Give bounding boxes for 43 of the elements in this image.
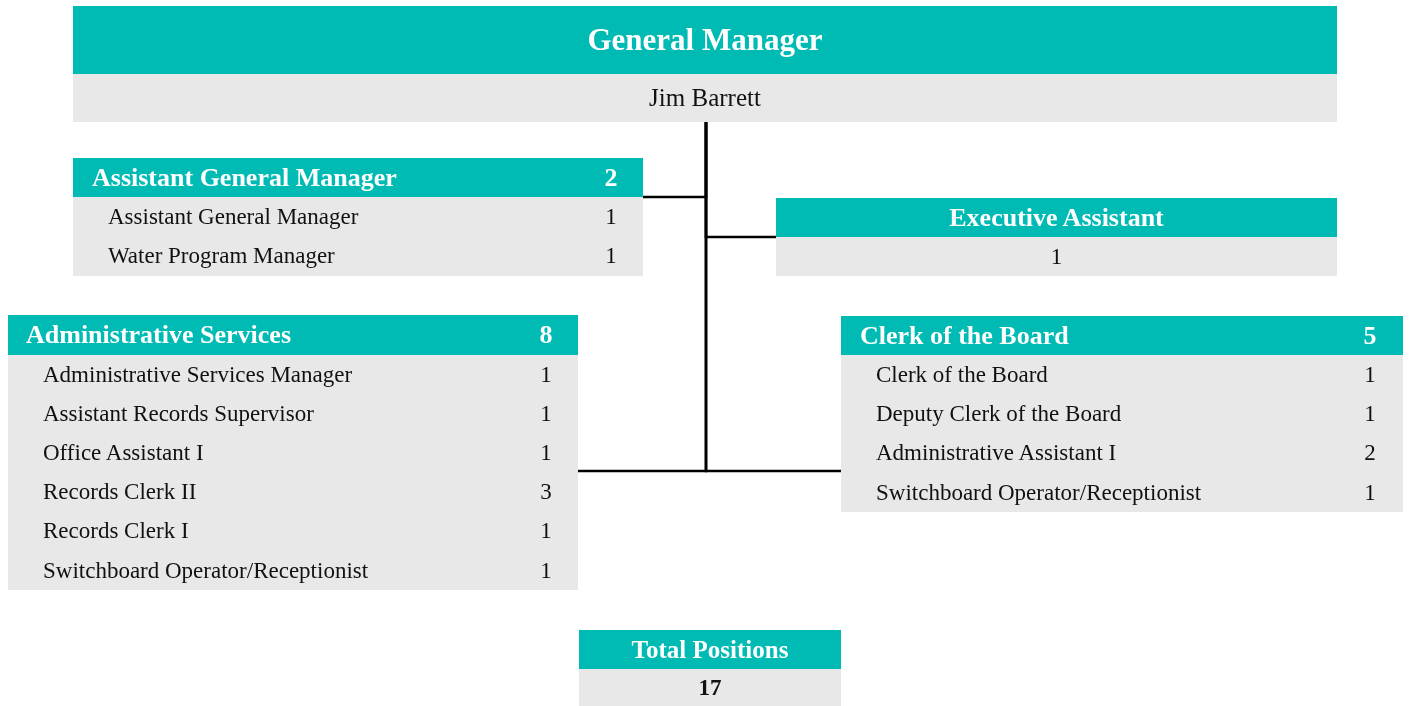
position-count: 1: [604, 203, 618, 230]
position-count: 1: [1363, 400, 1377, 427]
position-title: Deputy Clerk of the Board: [876, 400, 1123, 427]
unit-title: Assistant General Manager: [92, 162, 398, 193]
position-title: Water Program Manager: [108, 243, 336, 270]
position-title: Clerk of the Board: [876, 361, 1049, 388]
position-count: 1: [1363, 361, 1377, 388]
position-count: 2: [1363, 440, 1377, 467]
position-title: Administrative Services Manager: [43, 361, 354, 388]
position-title: Assistant General Manager: [108, 203, 360, 230]
position-count: 1: [539, 518, 553, 545]
connector-line: [704, 122, 841, 473]
position-title: Switchboard Operator/Receptionist: [43, 557, 370, 584]
position-count: 17: [698, 674, 722, 701]
unit-total: 5: [1362, 320, 1378, 351]
unit-title: Administrative Services: [26, 320, 292, 350]
position-title: Records Clerk I: [43, 518, 190, 545]
org-unit-box: [841, 316, 1403, 513]
org-unit-box: [776, 198, 1337, 276]
unit-title: General Manager: [587, 22, 823, 58]
org-unit-box: [73, 6, 1337, 122]
org-unit-box: [8, 315, 578, 591]
unit-total: 8: [538, 320, 554, 350]
position-title: Assistant Records Supervisor: [43, 400, 315, 427]
unit-title: Clerk of the Board: [860, 320, 1070, 351]
org-unit-box: [73, 158, 643, 276]
person-name: Jim Barrett: [649, 84, 761, 112]
position-count: 1: [539, 400, 553, 427]
position-title: Switchboard Operator/Receptionist: [876, 479, 1203, 506]
position-count: 1: [539, 361, 553, 388]
position-title: Office Assistant I: [43, 439, 205, 466]
position-count: 3: [539, 479, 553, 506]
position-count: 1: [604, 243, 618, 270]
unit-title: Executive Assistant: [949, 202, 1164, 233]
unit-title: Total Positions: [631, 635, 789, 664]
position-count: 1: [1050, 243, 1063, 270]
unit-total: 2: [603, 162, 619, 193]
position-count: 1: [1363, 479, 1377, 506]
position-title: Administrative Assistant I: [876, 440, 1118, 467]
position-count: 1: [539, 557, 553, 584]
position-count: 1: [539, 439, 553, 466]
position-title: Records Clerk II: [43, 479, 198, 506]
org-unit-box: [579, 630, 841, 706]
